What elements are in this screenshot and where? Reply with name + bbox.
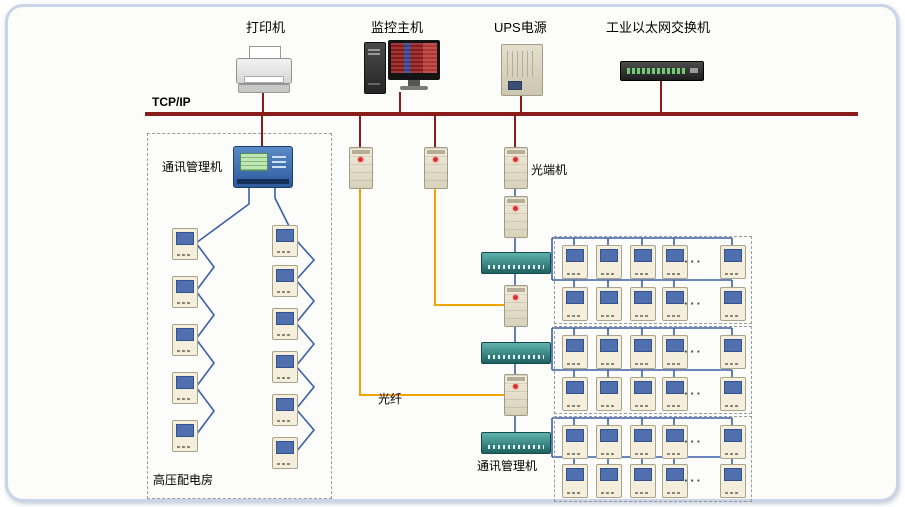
power-meter	[562, 335, 588, 369]
power-meter	[562, 287, 588, 321]
hv-room-label: 高压配电房	[153, 473, 214, 487]
power-meter	[272, 351, 298, 383]
power-meter	[720, 464, 746, 498]
power-meter	[720, 245, 746, 279]
power-meter	[720, 425, 746, 459]
power-meter	[720, 377, 746, 411]
ups-device	[501, 44, 543, 96]
field-switch-3	[481, 432, 551, 454]
field-switch-1	[481, 252, 551, 274]
power-meter	[172, 324, 198, 356]
power-meter	[630, 335, 656, 369]
power-meter	[596, 464, 622, 498]
optical-transceiver-c	[504, 147, 528, 189]
power-meter	[272, 225, 298, 257]
comm-manager-buttons	[272, 155, 286, 168]
comm-manager-left-label: 通讯管理机	[162, 160, 223, 174]
meter-group-3-zone	[554, 416, 752, 502]
industrial-switch-label: 工业以太网交换机	[606, 20, 711, 35]
power-meter	[172, 420, 198, 452]
monitor-host-label: 监控主机	[371, 20, 424, 35]
diagram-panel	[5, 4, 899, 502]
power-meter	[720, 287, 746, 321]
power-meter	[272, 308, 298, 340]
comm-manager-bottom-label: 通讯管理机	[477, 459, 538, 473]
power-meter	[662, 377, 688, 411]
hv-room-zone	[147, 133, 332, 499]
power-meter	[562, 245, 588, 279]
power-meter	[662, 425, 688, 459]
more-meters-ellipsis: ···	[684, 434, 703, 449]
power-meter	[630, 425, 656, 459]
power-meter	[562, 425, 588, 459]
power-meter	[662, 287, 688, 321]
power-meter	[630, 245, 656, 279]
power-meter	[630, 377, 656, 411]
more-meters-ellipsis: ···	[684, 254, 703, 269]
more-meters-ellipsis: ···	[684, 344, 703, 359]
host-monitor-stand	[408, 80, 420, 86]
power-meter	[596, 425, 622, 459]
optical-transceiver-e	[504, 285, 528, 327]
ups-label: UPS电源	[494, 20, 547, 35]
power-meter	[630, 464, 656, 498]
power-meter	[562, 377, 588, 411]
power-meter	[172, 372, 198, 404]
power-meter	[562, 464, 588, 498]
printer-device	[236, 46, 292, 93]
comm-manager-device	[233, 146, 293, 188]
more-meters-ellipsis: ···	[684, 473, 703, 488]
host-monitor-screen	[391, 43, 437, 73]
power-meter	[662, 464, 688, 498]
industrial-ethernet-switch-device	[620, 61, 704, 81]
host-monitor	[388, 40, 440, 90]
power-meter	[630, 287, 656, 321]
power-meter	[596, 377, 622, 411]
meter-group-1-zone	[554, 236, 752, 324]
printer-base	[238, 84, 290, 93]
host-monitor-base	[400, 86, 428, 90]
host-tower	[364, 42, 386, 94]
optical-transceiver-d	[504, 196, 528, 238]
optical-transceiver-label: 光端机	[531, 163, 568, 177]
field-switch-2	[481, 342, 551, 364]
tcp-ip-label: TCP/IP	[152, 95, 191, 109]
power-meter	[172, 276, 198, 308]
more-meters-ellipsis: ···	[684, 386, 703, 401]
optical-transceiver-a	[349, 147, 373, 189]
optical-transceiver-b	[424, 147, 448, 189]
printer-output-slot	[244, 76, 284, 83]
power-meter	[272, 394, 298, 426]
power-meter	[720, 335, 746, 369]
comm-manager-screen	[240, 153, 268, 171]
power-meter	[596, 245, 622, 279]
power-meter	[662, 335, 688, 369]
power-meter	[272, 437, 298, 469]
power-meter	[596, 287, 622, 321]
power-meter	[662, 245, 688, 279]
optical-fiber-label: 光纤	[378, 392, 403, 406]
power-meter	[272, 265, 298, 297]
optical-transceiver-f	[504, 374, 528, 416]
power-meter	[172, 228, 198, 260]
printer-label: 打印机	[246, 20, 286, 35]
meter-group-2-zone	[554, 326, 752, 414]
more-meters-ellipsis: ···	[684, 296, 703, 311]
power-meter	[596, 335, 622, 369]
